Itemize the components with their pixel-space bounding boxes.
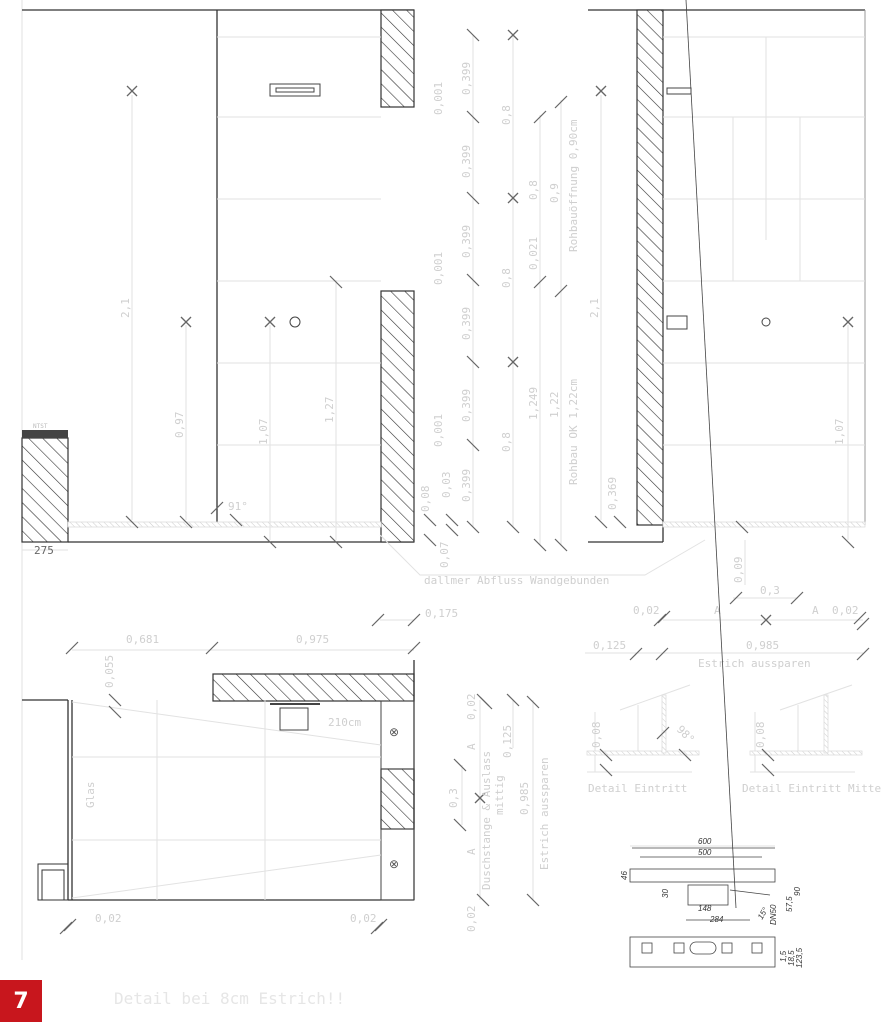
dim-label: 0,02 bbox=[465, 906, 478, 933]
dim-label: 0,8 bbox=[500, 105, 513, 125]
shower-head-box bbox=[269, 83, 321, 97]
estrich-note: Estrich aussparen bbox=[698, 657, 811, 670]
dim-label: A bbox=[714, 604, 721, 617]
dim-label: 2,1 bbox=[119, 298, 132, 318]
dim-label: 123,5 bbox=[795, 947, 804, 968]
elevation-right: 2,1 0,369 1,07 bbox=[588, 9, 866, 549]
dim-label: 1,22 bbox=[548, 392, 561, 419]
dim-label: 0,02 bbox=[465, 694, 478, 721]
dim-label: 1,07 bbox=[833, 419, 846, 446]
dim-label: 0,02 bbox=[832, 604, 859, 617]
dim-label: A bbox=[812, 604, 819, 617]
shower-height-label: 210cm bbox=[328, 716, 361, 729]
shower-note: mittig bbox=[493, 775, 506, 815]
dim-label: 0,09 bbox=[732, 557, 745, 584]
dim-label: 0,369 bbox=[606, 477, 619, 510]
dim-label: 0,08 bbox=[419, 486, 432, 513]
dim-label: 0,399 bbox=[460, 389, 473, 422]
wall-section-upper bbox=[380, 9, 415, 108]
dim-label: 0,985 bbox=[746, 639, 779, 652]
dim-label: 1,07 bbox=[257, 419, 270, 446]
elevation-left: 2,1 0,97 1,07 1,27 91° NTST 275 bbox=[21, 9, 415, 557]
drain-cross-icon: ⊗ bbox=[389, 725, 399, 739]
dim-label: 0,3 bbox=[447, 788, 460, 808]
dim-label: 0,399 bbox=[460, 62, 473, 95]
wall-section-lower bbox=[380, 290, 415, 543]
dim-label: 275 bbox=[34, 544, 54, 557]
screed bbox=[67, 521, 382, 528]
dim-label: DN50 bbox=[769, 904, 778, 925]
dim-label: 0,175 bbox=[425, 607, 458, 620]
dim-label: 1,249 bbox=[527, 387, 540, 420]
dim-label: 1,5 bbox=[779, 950, 788, 962]
outlet-circle-icon bbox=[289, 316, 301, 328]
dim-label: 0,97 bbox=[173, 412, 186, 439]
dim-label: 284 bbox=[709, 915, 724, 924]
marker-x-icon bbox=[126, 85, 138, 97]
dim-label: 600 bbox=[698, 837, 712, 846]
dim-label: 0,399 bbox=[460, 225, 473, 258]
detail-label: Detail Eintritt bbox=[588, 782, 687, 795]
plan-view: ⊗ ⊗ 0,175 0,681 0,975 0,055 Glas 210cm 0… bbox=[22, 607, 458, 935]
glass-label: Glas bbox=[84, 782, 97, 809]
dim-label: 0,8 bbox=[500, 268, 513, 288]
plan-side-dimensions: 0,02 A 0,3 A 0,02 Duschstange & Auslass … bbox=[447, 693, 551, 933]
dim-label: 0,055 bbox=[103, 655, 116, 688]
wall-section-left bbox=[21, 437, 69, 543]
dim-label: 0,02 bbox=[633, 604, 660, 617]
estrich-note: Estrich aussparen bbox=[538, 757, 551, 870]
shower-note: Duschstange & Auslass bbox=[480, 751, 493, 890]
wall-section-right bbox=[636, 9, 664, 526]
dim-label: 0,125 bbox=[501, 725, 514, 758]
right-dimensions: 0,09 0,3 0,02 A A 0,02 0,125 0,985 Estri… bbox=[585, 540, 870, 670]
angle-label: 91° bbox=[228, 500, 248, 513]
dim-label: 18,5 bbox=[787, 950, 796, 966]
ntst-label: NTST bbox=[33, 423, 48, 430]
dim-label: 90 bbox=[793, 887, 802, 896]
dim-label: 0,02 bbox=[95, 912, 122, 925]
detail-label: Detail Eintritt Mitte bbox=[742, 782, 881, 795]
figure-number-badge: 7 bbox=[0, 980, 42, 1022]
dim-label: 0,08 bbox=[754, 722, 767, 749]
dim-label: 57,5 bbox=[785, 896, 794, 912]
dim-label: 0,399 bbox=[460, 145, 473, 178]
dim-label: A bbox=[465, 848, 478, 855]
drain-note: dallmer Abfluss Wandgebunden bbox=[424, 574, 609, 587]
dim-label: 0,8 bbox=[500, 432, 513, 452]
dim-label: 0,001 bbox=[432, 82, 445, 115]
dim-label: 30 bbox=[661, 889, 670, 898]
dim-label: 0,681 bbox=[126, 633, 159, 646]
dim-label: A bbox=[465, 743, 478, 750]
dim-label: 0,975 bbox=[296, 633, 329, 646]
center-dimension-chain: 0,001 0,001 0,001 0,399 0,399 0,399 0,39… bbox=[419, 28, 580, 569]
dim-label: 0,8 bbox=[527, 180, 540, 200]
rohbau-opening-note: Rohbauöffnung 0,90cm bbox=[567, 119, 580, 252]
dim-label: 0,399 bbox=[460, 307, 473, 340]
dim-label: 46 bbox=[620, 871, 629, 880]
dim-label: 500 bbox=[698, 848, 712, 857]
dim-label: 0,07 bbox=[438, 542, 451, 569]
outlet-circle-icon bbox=[761, 317, 771, 327]
dim-label: 0,399 bbox=[460, 469, 473, 502]
dim-label: 1,27 bbox=[323, 397, 336, 424]
detail-sections: 0,08 98° 0,08 Detail Eintritt Detail Ein… bbox=[586, 684, 881, 795]
dim-label: 0,021 bbox=[527, 237, 540, 270]
dim-label: 0,02 bbox=[350, 912, 377, 925]
drain-cross-icon: ⊗ bbox=[389, 857, 399, 871]
dim-label: 0,125 bbox=[593, 639, 626, 652]
footer-note: Detail bei 8cm Estrich!! bbox=[114, 989, 345, 1008]
dim-label: 0,001 bbox=[432, 252, 445, 285]
dim-label: 0,08 bbox=[590, 722, 603, 749]
dim-label: 2,1 bbox=[588, 298, 601, 318]
dim-label: 0,001 bbox=[432, 414, 445, 447]
dim-label: 148 bbox=[698, 904, 712, 913]
dim-label: 0,3 bbox=[760, 584, 780, 597]
angle-label: 98° bbox=[674, 723, 697, 746]
rohbau-ok-note: Rohbau OK 1,22cm bbox=[567, 379, 580, 485]
dim-label: 0,985 bbox=[518, 782, 531, 815]
dim-label: 0,9 bbox=[548, 183, 561, 203]
dim-label: 0,03 bbox=[440, 472, 453, 499]
